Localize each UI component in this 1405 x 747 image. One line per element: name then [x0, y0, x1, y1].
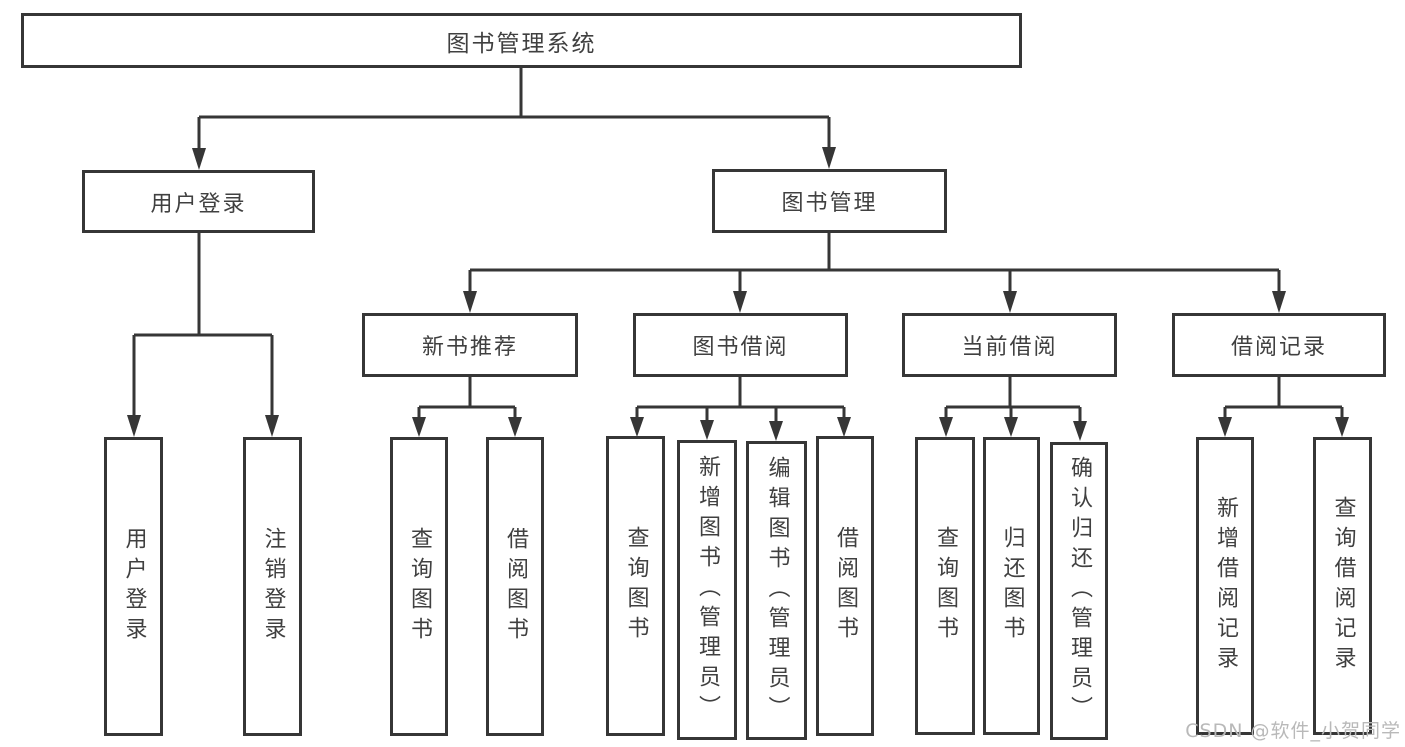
node-label: 图书管理系统	[446, 30, 597, 57]
node-label: 新书推荐	[421, 335, 518, 360]
node-label: 新增图书（管理员）	[695, 455, 720, 725]
node-current-borrow: 当前借阅	[902, 313, 1117, 377]
node-user-login: 用户登录	[82, 170, 315, 233]
node-label: 用户登录	[121, 526, 147, 647]
node-label: 注销登录	[260, 526, 286, 647]
node-book-management: 图书管理	[712, 169, 947, 233]
leaf-query-borrow-record: 查询借阅记录	[1313, 437, 1372, 735]
node-label: 查询图书	[623, 526, 649, 646]
node-label: 新增借阅记录	[1213, 496, 1238, 676]
node-label: 用户登录	[150, 191, 247, 217]
node-label: 图书借阅	[692, 335, 789, 360]
node-label: 查询借阅记录	[1330, 496, 1356, 676]
node-label: 归还图书	[999, 526, 1025, 646]
node-label: 图书管理	[781, 191, 878, 216]
node-label: 查询图书	[407, 526, 432, 647]
node-label: 借阅图书	[833, 526, 858, 646]
leaf-return-book: 归还图书	[983, 437, 1040, 735]
leaf-logout: 注销登录	[243, 437, 302, 736]
node-label: 借阅记录	[1230, 335, 1327, 360]
node-label: 确认归还（管理员）	[1067, 456, 1092, 726]
node-library-management-system: 图书管理系统	[21, 13, 1022, 68]
node-label: 查询图书	[933, 526, 958, 646]
leaf-borrow-books-recommend: 借阅图书	[486, 437, 544, 736]
node-book-borrow: 图书借阅	[633, 313, 848, 377]
leaf-add-book-admin: 新增图书（管理员）	[677, 440, 737, 740]
leaf-borrow-books: 借阅图书	[816, 436, 874, 736]
node-new-book-recommend: 新书推荐	[362, 313, 578, 377]
node-label: 当前借阅	[961, 335, 1058, 360]
csdn-watermark: CSDN @软件_小贺同学	[1185, 720, 1401, 742]
leaf-query-books-current: 查询图书	[915, 437, 975, 735]
node-label: 编辑图书（管理员）	[764, 455, 790, 726]
leaf-edit-book-admin: 编辑图书（管理员）	[746, 441, 807, 740]
node-borrow-records: 借阅记录	[1172, 313, 1386, 377]
node-label: 借阅图书	[503, 526, 528, 647]
leaf-user-login: 用户登录	[104, 437, 163, 736]
leaf-confirm-return-admin: 确认归还（管理员）	[1050, 442, 1108, 740]
leaf-add-borrow-record: 新增借阅记录	[1196, 437, 1254, 735]
leaf-query-books-recommend: 查询图书	[390, 437, 448, 736]
leaf-query-books-borrow: 查询图书	[606, 436, 665, 736]
